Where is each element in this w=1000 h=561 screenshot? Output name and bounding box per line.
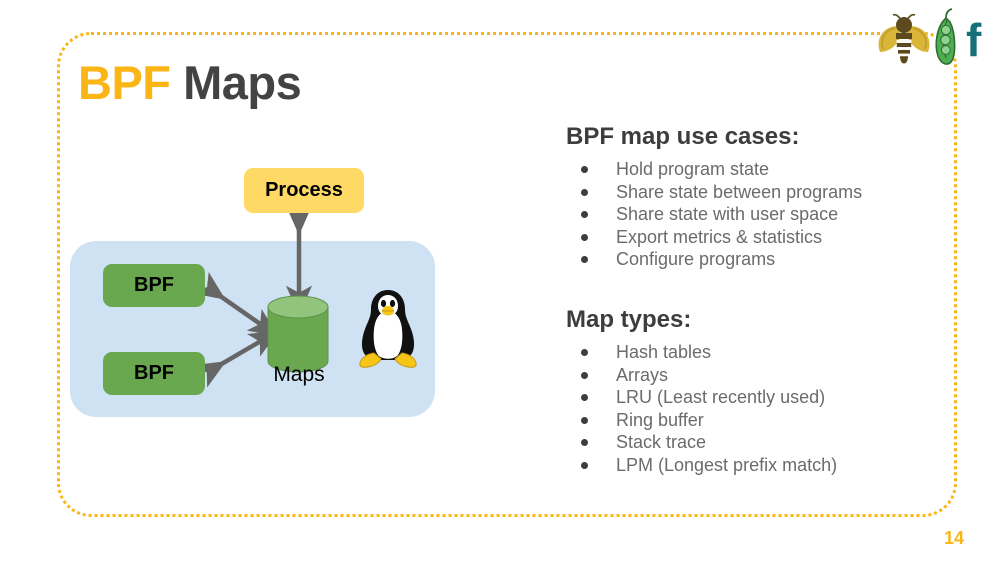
bullet-icon xyxy=(581,439,588,447)
maps-label: Maps xyxy=(273,363,325,386)
tux-linux-mascot-icon xyxy=(359,290,417,368)
bullet-icon xyxy=(581,348,588,356)
list-item: Share state with user space xyxy=(566,203,946,226)
bullet-icon xyxy=(581,371,588,379)
list-item: Arrays xyxy=(566,364,946,387)
list-item-label: Export metrics & statistics xyxy=(616,226,823,247)
bullet-icon xyxy=(581,416,588,424)
ebpf-logo: f xyxy=(874,8,986,70)
list-item-label: Share state between programs xyxy=(616,181,863,202)
list-item-label: Stack trace xyxy=(616,432,707,453)
bullet-icon xyxy=(581,166,588,173)
process-node[interactable]: Process xyxy=(244,168,364,213)
map-types-heading: Map types: xyxy=(566,305,692,333)
bee-icon xyxy=(878,13,930,64)
bullet-icon xyxy=(581,461,588,469)
bullet-icon xyxy=(581,394,588,402)
use-cases-list: Hold program state Share state between p… xyxy=(566,158,946,271)
list-item: Ring buffer xyxy=(566,409,946,432)
use-cases-heading: BPF map use cases: xyxy=(566,123,800,150)
page-title-main: Maps xyxy=(183,56,302,109)
bullet-icon xyxy=(581,256,588,264)
ebpf-logo-svg: f xyxy=(878,8,982,66)
list-item-label: Share state with user space xyxy=(616,204,839,225)
map-types-list: Hash tables Arrays LRU (Least recently u… xyxy=(566,341,946,477)
list-item-label: LPM (Longest prefix match) xyxy=(616,454,838,475)
list-item-label: LRU (Least recently used) xyxy=(616,387,826,408)
bpf-maps-diagram: Process BPF BPF Maps xyxy=(70,165,450,425)
list-item: Configure programs xyxy=(566,248,946,271)
list-item-label: Arrays xyxy=(616,364,669,385)
list-item-label: Configure programs xyxy=(616,249,776,270)
maps-cylinder-icon[interactable] xyxy=(267,295,329,373)
list-item: Stack trace xyxy=(566,431,946,454)
process-node-label: Process xyxy=(265,179,343,201)
page-number: 14 xyxy=(943,528,964,548)
list-item: LRU (Least recently used) xyxy=(566,386,946,409)
list-item-label: Ring buffer xyxy=(616,409,704,430)
use-cases-block: BPF map use cases: Hold program state Sh… xyxy=(566,122,946,271)
bullet-icon xyxy=(581,188,588,196)
page-title-accent: BPF xyxy=(78,56,171,109)
bullet-icon xyxy=(581,211,588,219)
list-item: Export metrics & statistics xyxy=(566,226,946,249)
list-item: LPM (Longest prefix match) xyxy=(566,454,946,477)
list-item: Hash tables xyxy=(566,341,946,364)
list-item-label: Hash tables xyxy=(616,341,712,362)
bpf-program-2-label: BPF xyxy=(134,362,174,384)
page-title: BPF Maps xyxy=(78,56,302,109)
bullet-icon xyxy=(581,233,588,241)
list-item: Hold program state xyxy=(566,158,946,181)
logo-letter-f: f xyxy=(966,14,982,66)
bpf-program-1-label: BPF xyxy=(134,274,174,296)
content-column: BPF map use cases: Hold program state Sh… xyxy=(566,122,946,477)
pea-pod-icon xyxy=(935,8,956,65)
bpf-program-node-1[interactable]: BPF xyxy=(103,264,205,307)
list-item-label: Hold program state xyxy=(616,159,770,179)
list-item: Share state between programs xyxy=(566,181,946,204)
bpf-program-node-2[interactable]: BPF xyxy=(103,352,205,395)
map-types-block: Map types: Hash tables Arrays LRU (Least… xyxy=(566,305,946,477)
